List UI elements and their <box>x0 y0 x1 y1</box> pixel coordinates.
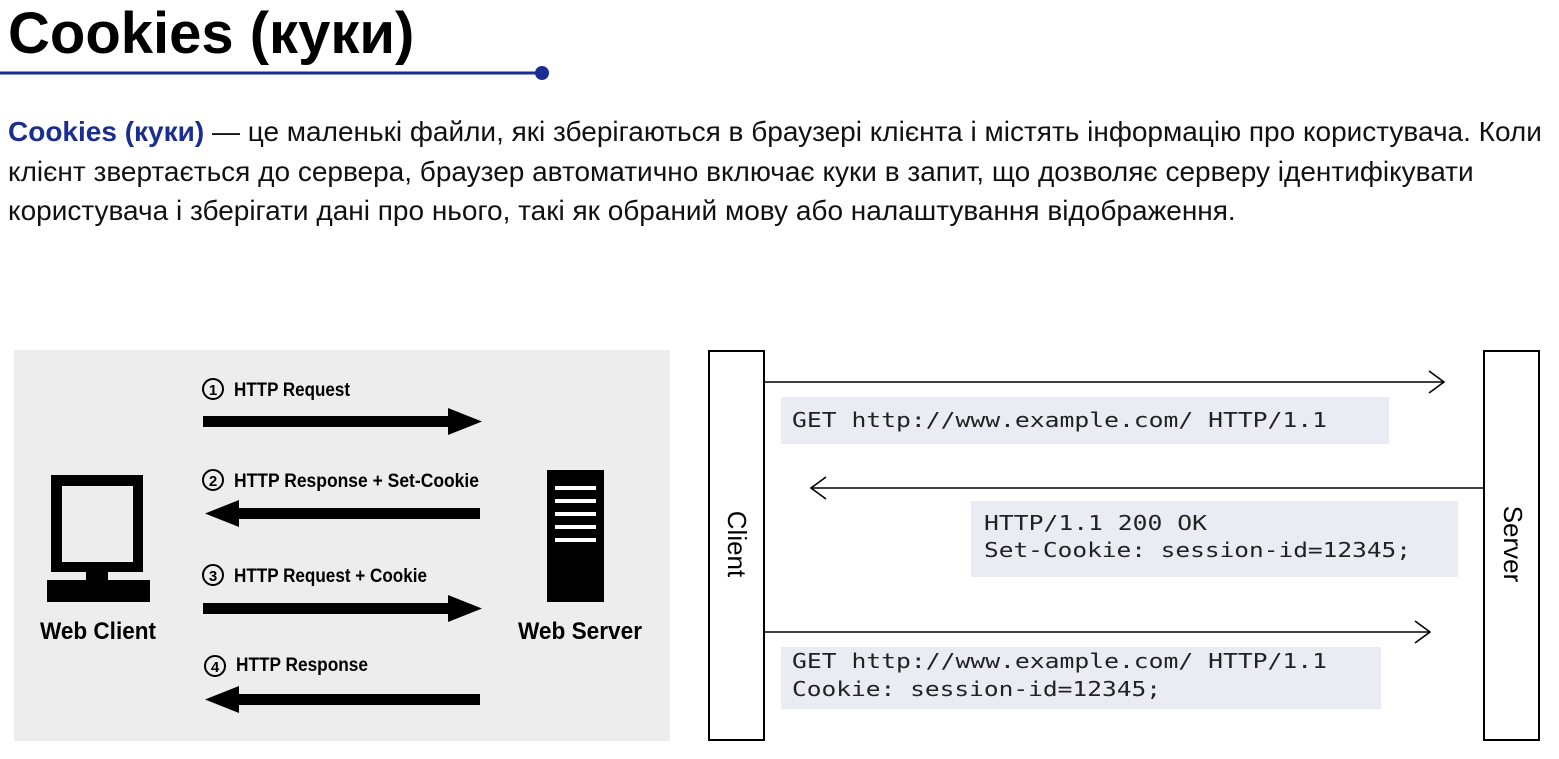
step-number: 2 <box>209 473 217 490</box>
web-client-label: Web Client <box>40 618 156 645</box>
client-lifeline-label: Client <box>722 511 752 578</box>
message-line: HTTP/1.1 200 OK <box>984 511 1207 535</box>
http-sequence-diagram: Client Server GET http://www.example.com… <box>696 349 1558 744</box>
request-arrow <box>203 595 482 622</box>
web-server-label: Web Server <box>518 618 642 645</box>
message-box <box>781 397 1389 444</box>
step-text: HTTP Response + Set-Cookie <box>234 471 479 492</box>
message-line: Set-Cookie: session-id=12345; <box>984 538 1411 562</box>
request-message-arrow <box>764 620 1432 644</box>
request-arrow <box>203 408 482 435</box>
response-arrow <box>205 686 480 713</box>
intro-paragraph: Cookies (куки) — це маленькі файли, які … <box>8 112 1553 231</box>
client-lifeline <box>708 350 765 741</box>
step-text: HTTP Request <box>234 380 351 401</box>
step-1-label: 1 HTTP Request <box>202 378 351 401</box>
step-4-label: 4 HTTP Response <box>204 655 368 677</box>
title-underline <box>0 66 549 80</box>
step-number: 3 <box>209 568 217 585</box>
message-box <box>781 647 1381 709</box>
server-lifeline <box>1483 350 1540 741</box>
intro-term: Cookies (куки) <box>8 116 205 147</box>
message-line: Cookie: session-id=12345; <box>792 677 1161 701</box>
intro-text: — це маленькі файли, які зберігаються в … <box>8 116 1542 226</box>
request-message-arrow <box>764 370 1446 394</box>
page-title: Cookies (куки) <box>8 1 415 66</box>
response-arrow <box>205 500 480 527</box>
step-2-label: 2 HTTP Response + Set-Cookie <box>202 469 479 492</box>
server-lifeline-label: Server <box>1498 506 1528 583</box>
message-line: GET http://www.example.com/ HTTP/1.1 <box>792 649 1327 673</box>
step-text: HTTP Request + Cookie <box>234 566 427 587</box>
step-number: 1 <box>209 382 217 399</box>
cookie-exchange-diagram: Web Client Web Server 1 HTTP Request 2 H… <box>14 350 670 741</box>
computer-icon <box>47 475 150 602</box>
response-message-arrow <box>809 476 1484 500</box>
message-box <box>971 501 1458 577</box>
step-number: 4 <box>211 659 220 676</box>
step-3-label: 3 HTTP Request + Cookie <box>202 564 427 587</box>
step-text: HTTP Response <box>236 655 368 676</box>
message-line: GET http://www.example.com/ HTTP/1.1 <box>792 408 1327 432</box>
server-icon <box>547 470 604 602</box>
